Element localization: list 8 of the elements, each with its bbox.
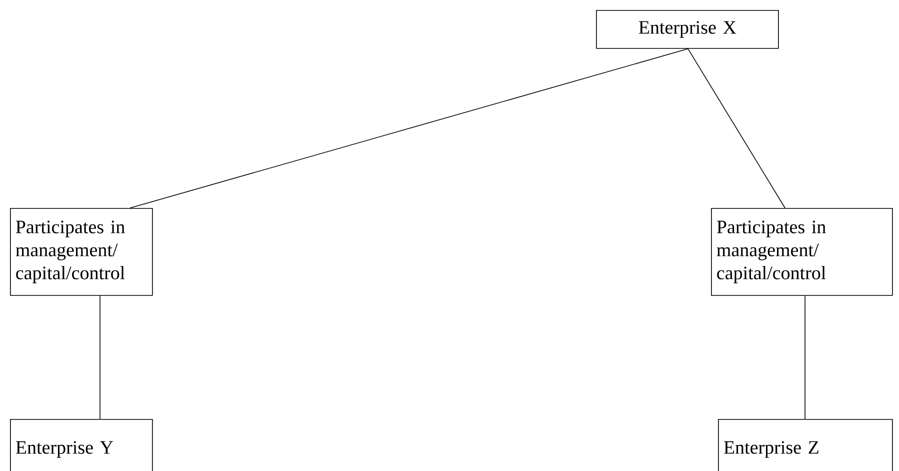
entity-box: Enterprise X [596, 10, 779, 49]
connector-line [804, 295, 806, 420]
connector-line [688, 48, 786, 208]
entity-box: Enterprise Z [718, 419, 893, 471]
entity-box: Enterprise Y [10, 419, 153, 471]
entity-box: Participates in management/ capital/control [10, 208, 153, 296]
connector-line [130, 48, 688, 208]
entity-box: Participates in management/ capital/control [711, 208, 893, 296]
